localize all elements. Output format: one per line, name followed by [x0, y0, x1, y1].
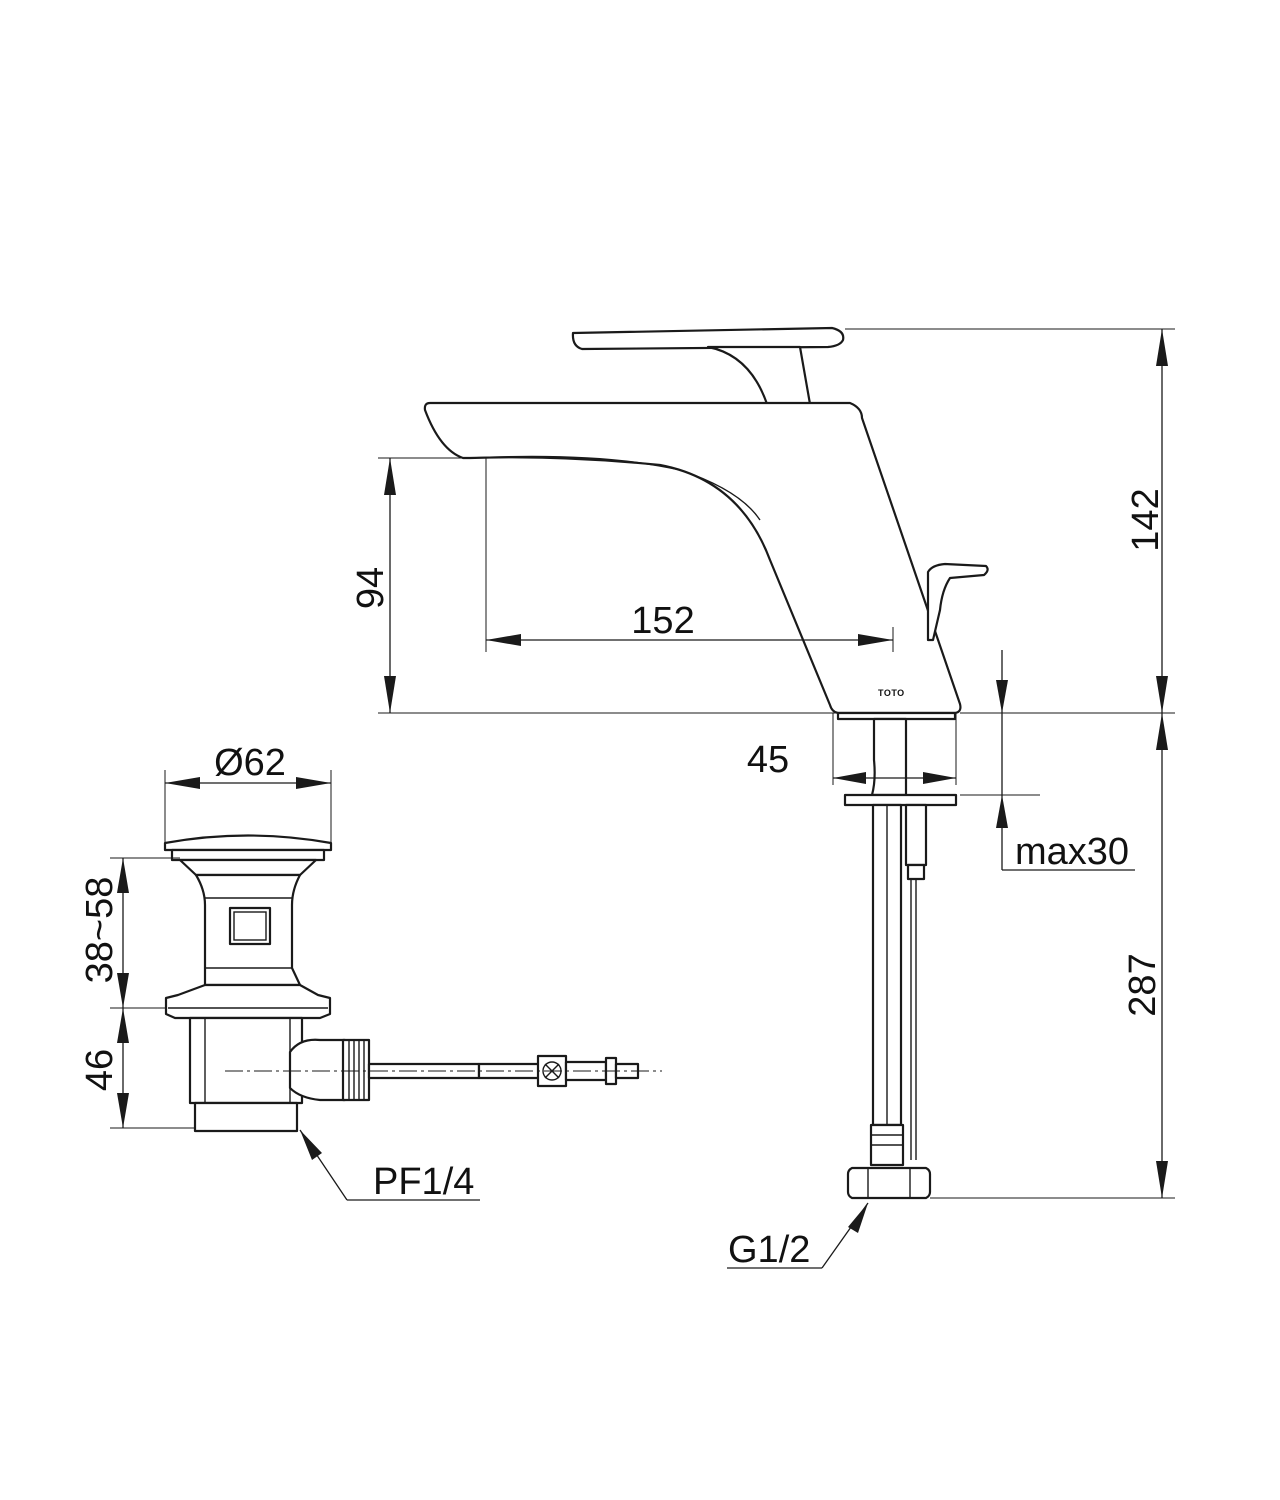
dim-waste-adjust: 38~58	[79, 877, 121, 984]
dim-waste-height: 46	[79, 1049, 121, 1091]
faucet-dimensions: 142 94 152 45 max30 287	[350, 328, 1175, 1271]
dim-hose-thread: G1/2	[728, 1229, 810, 1271]
dim-waste-thread: PF1/4	[373, 1161, 474, 1203]
waste-body	[188, 1016, 304, 1105]
hose-hex-nut	[846, 1166, 932, 1200]
dim-hose-length: 287	[1122, 953, 1164, 1016]
faucet-logo: TOTO	[878, 688, 905, 698]
faucet-spout-curve	[469, 455, 761, 521]
faucet-main-body	[423, 401, 962, 715]
dim-waste-diameter: Ø62	[214, 742, 286, 784]
dim-base-width: 45	[747, 739, 789, 781]
dim-spout-reach: 152	[631, 600, 694, 642]
dim-total-height: 142	[1125, 488, 1167, 551]
faucet-handle-neck	[706, 345, 812, 406]
waste-flange	[164, 983, 332, 1020]
threaded-rod	[904, 803, 928, 867]
waste-side-port	[288, 1038, 347, 1102]
knurl-lines	[348, 1040, 365, 1100]
waste-cap	[163, 834, 333, 852]
knurled-nut	[341, 1038, 371, 1102]
faucet-body-group: TOTO	[423, 326, 989, 1200]
waste-dimensions: Ø62 38~58 46 PF1/4	[79, 742, 480, 1203]
popup-lever	[926, 562, 989, 642]
mounting-washer	[843, 793, 958, 807]
dim-max-thickness: max30	[1015, 831, 1129, 873]
waste-slot	[228, 906, 272, 946]
faucet-shank	[870, 717, 908, 797]
waste-assembly	[163, 834, 662, 1133]
waste-bottom-ring	[193, 1101, 299, 1133]
faucet-handle-lever	[571, 326, 845, 351]
dim-spout-height: 94	[350, 567, 392, 609]
